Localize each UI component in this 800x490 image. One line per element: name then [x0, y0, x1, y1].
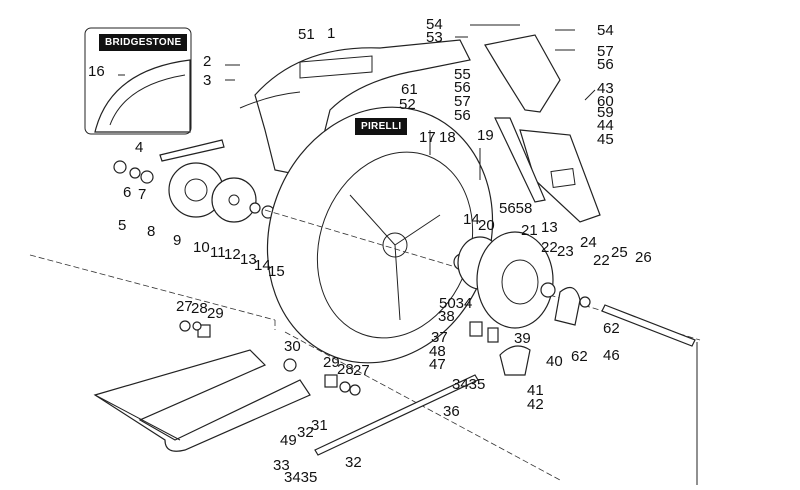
callout-24: 24 [580, 234, 597, 251]
callout-54b: 54 [597, 22, 614, 39]
inset-tire [94, 59, 191, 133]
callout-61: 61 [401, 81, 418, 98]
callout-56c: 56 [597, 56, 614, 73]
inset-frame [84, 27, 192, 135]
callout-17: 17 [419, 129, 436, 146]
callout-36: 36 [443, 403, 460, 420]
callout-59: 59 [597, 104, 614, 121]
brake-caliper [499, 345, 531, 376]
callout-16: 16 [88, 63, 105, 80]
tie-rod [314, 374, 479, 456]
rear-axle [601, 304, 696, 347]
callout-18: 18 [439, 129, 456, 146]
callout-49: 49 [280, 432, 297, 449]
callout-52: 52 [399, 96, 416, 113]
callout-39: 39 [514, 330, 531, 347]
rear-fender [254, 39, 471, 176]
callout-46: 46 [603, 347, 620, 364]
callout-29b: 29 [323, 354, 340, 371]
tail-bracket [484, 34, 561, 113]
callout-22b: 22 [593, 252, 610, 269]
callout-31: 31 [311, 417, 328, 434]
callout-12: 12 [224, 246, 241, 263]
callout-11: 11 [210, 244, 226, 261]
bridgestone-label: BRIDGESTONE [99, 34, 188, 51]
callout-15: 15 [268, 263, 285, 280]
callout-3435b: 3435 [452, 376, 486, 393]
callout-45: 45 [597, 131, 614, 148]
callout-6: 6 [123, 184, 132, 201]
callout-47: 47 [429, 356, 446, 373]
callout-27: 27 [176, 298, 193, 315]
chain [159, 139, 225, 162]
callout-42: 42 [527, 396, 544, 413]
callout-9: 9 [173, 232, 182, 249]
callout-13b: 13 [541, 219, 558, 236]
callout-37: 37 [431, 329, 448, 346]
callout-8: 8 [147, 223, 156, 240]
callout-62: 62 [603, 320, 620, 337]
callout-56b: 56 [454, 107, 471, 124]
callout-53: 53 [426, 29, 443, 46]
callout-33: 33 [273, 457, 290, 474]
callout-28: 28 [191, 300, 208, 317]
sprocket-carrier [211, 177, 257, 223]
callout-14b: 14 [463, 211, 480, 228]
callout-19: 19 [477, 127, 494, 144]
caliper-bracket [554, 286, 581, 326]
callout-5034: 5034 [439, 295, 473, 312]
callout-43: 43 [597, 80, 614, 97]
callout-48: 48 [429, 343, 446, 360]
callout-57: 57 [454, 93, 471, 110]
callout-5: 5 [118, 217, 127, 234]
brake-disc [476, 231, 554, 329]
callout-44: 44 [597, 117, 614, 134]
callout-55: 55 [454, 66, 471, 83]
callout-38: 38 [438, 308, 455, 325]
holder-arm [494, 117, 546, 203]
callout-2: 2 [203, 53, 212, 70]
swingarm [93, 349, 311, 452]
callout-29: 29 [207, 305, 224, 322]
callout-13: 13 [240, 251, 257, 268]
callout-5658: 5658 [499, 200, 533, 217]
callout-32: 32 [297, 424, 314, 441]
callout-30: 30 [284, 338, 301, 355]
callout-22: 22 [541, 239, 558, 256]
callout-25: 25 [611, 244, 628, 261]
callout-26: 26 [635, 249, 652, 266]
callout-27b: 27 [353, 362, 370, 379]
callout-1: 1 [327, 25, 336, 42]
callout-54: 54 [426, 16, 443, 33]
callout-41: 41 [527, 382, 544, 399]
callout-40: 40 [546, 353, 563, 370]
callout-10: 10 [193, 239, 210, 256]
callout-4: 4 [135, 139, 144, 156]
callout-56: 56 [454, 79, 471, 96]
callout-28b: 28 [337, 361, 354, 378]
callout-3435: 3435 [284, 469, 318, 486]
callout-20: 20 [478, 217, 495, 234]
callout-23: 23 [557, 243, 574, 260]
callout-14: 14 [254, 257, 271, 274]
callout-60: 60 [597, 93, 614, 110]
callout-7: 7 [138, 186, 147, 203]
callout-57b: 57 [597, 43, 614, 60]
callout-62b: 62 [571, 348, 588, 365]
callout-3: 3 [203, 72, 212, 89]
callout-51: 51 [298, 26, 315, 43]
callout-21: 21 [521, 222, 538, 239]
callout-32b: 32 [345, 454, 362, 471]
pirelli-label: PIRELLI [355, 118, 408, 135]
